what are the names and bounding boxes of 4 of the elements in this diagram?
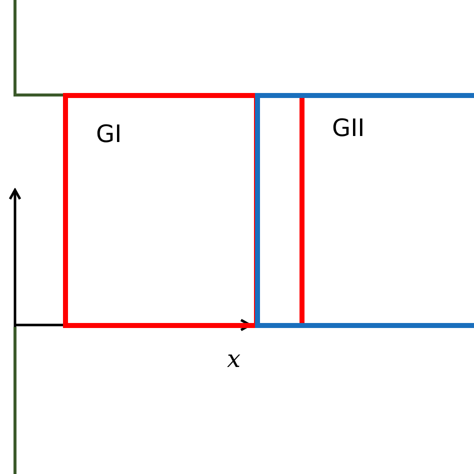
region-rectangle <box>255 93 474 328</box>
axis-label: x <box>227 345 241 373</box>
region-label: GI <box>96 120 122 148</box>
region-label: GII <box>332 114 365 142</box>
